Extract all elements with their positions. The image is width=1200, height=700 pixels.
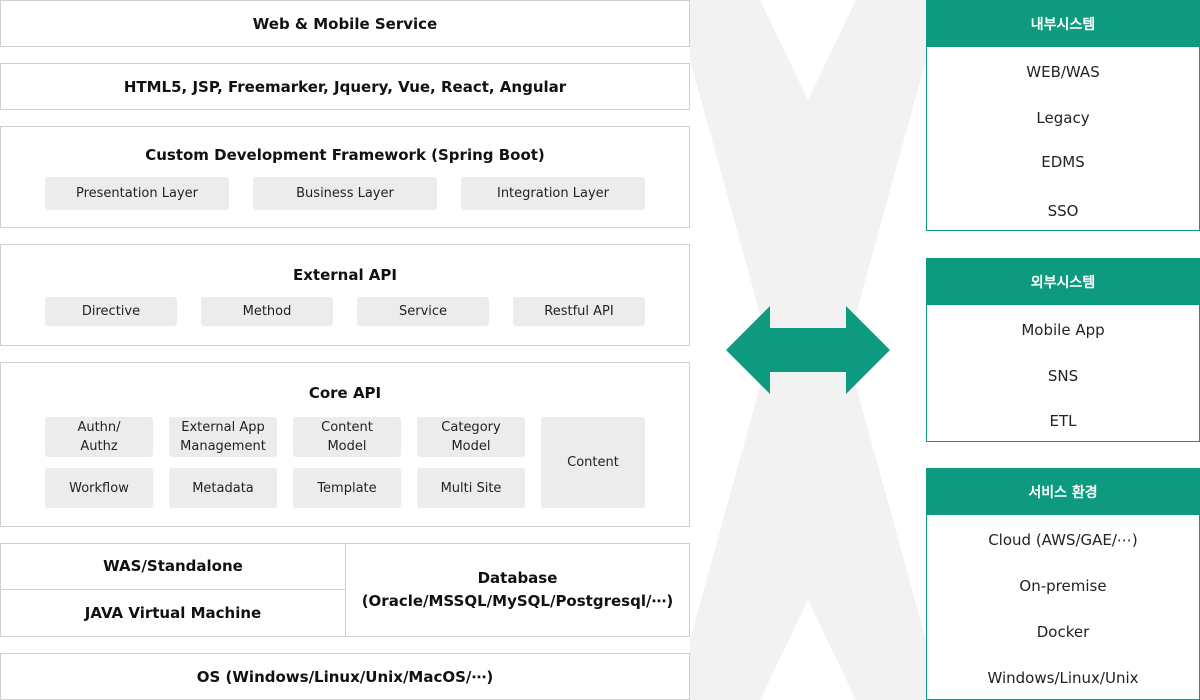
external-systems-panel: 외부시스템 Mobile App SNS ETL <box>926 258 1200 442</box>
multi-site-chip: Multi Site <box>417 468 525 508</box>
core-api-group: Core API Authn/ Authz External App Manag… <box>0 362 690 527</box>
service-environment-title: 서비스 환경 <box>927 469 1199 515</box>
template-chip: Template <box>293 468 401 508</box>
content-chip: Content <box>541 417 645 508</box>
os-bar: OS (Windows/Linux/Unix/MacOS/⋯) <box>0 653 690 700</box>
was-standalone-cell: WAS/Standalone <box>1 544 346 590</box>
integration-layer-chip: Integration Layer <box>461 177 645 210</box>
external-api-group: External API Directive Method Service Re… <box>0 244 690 346</box>
external-api-title: External API <box>292 266 397 284</box>
category-model-chip: Category Model <box>417 417 525 457</box>
business-layer-chip: Business Layer <box>253 177 437 210</box>
workflow-chip: Workflow <box>45 468 153 508</box>
web-mobile-service-bar: Web & Mobile Service <box>0 0 690 47</box>
authn-authz-chip: Authn/ Authz <box>45 417 153 457</box>
presentation-layer-chip: Presentation Layer <box>45 177 229 210</box>
frontend-tech-label: HTML5, JSP, Freemarker, Jquery, Vue, Rea… <box>123 77 567 96</box>
content-model-chip: Content Model <box>293 417 401 457</box>
framework-group: Custom Development Framework (Spring Boo… <box>0 126 690 228</box>
framework-title: Custom Development Framework (Spring Boo… <box>145 146 545 164</box>
panel-item-docker: Docker <box>1036 623 1090 641</box>
panel-item-sns: SNS <box>1047 367 1079 385</box>
panel-item-edms: EDMS <box>1041 153 1085 171</box>
panel-item-web-was: WEB/WAS <box>1026 63 1100 81</box>
service-chip: Service <box>357 297 489 326</box>
panel-item-legacy: Legacy <box>1036 109 1090 127</box>
os-label: OS (Windows/Linux/Unix/MacOS/⋯) <box>196 667 494 686</box>
directive-chip: Directive <box>45 297 177 326</box>
restful-api-chip: Restful API <box>513 297 645 326</box>
panel-item-os-list: Windows/Linux/Unix <box>987 669 1139 687</box>
jvm-cell: JAVA Virtual Machine <box>1 590 346 636</box>
panel-item-on-premise: On-premise <box>1019 577 1107 595</box>
method-chip: Method <box>201 297 333 326</box>
panel-item-sso: SSO <box>1047 202 1079 220</box>
metadata-chip: Metadata <box>169 468 277 508</box>
panel-item-cloud: Cloud (AWS/GAE/⋯) <box>988 531 1138 549</box>
frontend-tech-bar: HTML5, JSP, Freemarker, Jquery, Vue, Rea… <box>0 63 690 110</box>
database-cell: Database (Oracle/MSSQL/MySQL/Postgresql/… <box>361 569 674 610</box>
web-mobile-service-label: Web & Mobile Service <box>252 14 438 33</box>
internal-systems-panel: 내부시스템 WEB/WAS Legacy EDMS SSO <box>926 0 1200 231</box>
external-systems-title: 외부시스템 <box>927 259 1199 305</box>
core-api-title: Core API <box>308 384 382 402</box>
panel-item-etl: ETL <box>1049 412 1077 430</box>
runtime-database-group: WAS/Standalone JAVA Virtual Machine Data… <box>0 543 690 637</box>
panel-item-mobile-app: Mobile App <box>1021 321 1105 339</box>
external-app-management-chip: External App Management <box>169 417 277 457</box>
service-environment-panel: 서비스 환경 Cloud (AWS/GAE/⋯) On-premise Dock… <box>926 468 1200 700</box>
internal-systems-title: 내부시스템 <box>927 1 1199 47</box>
bidirectional-arrow-icon <box>726 306 890 394</box>
